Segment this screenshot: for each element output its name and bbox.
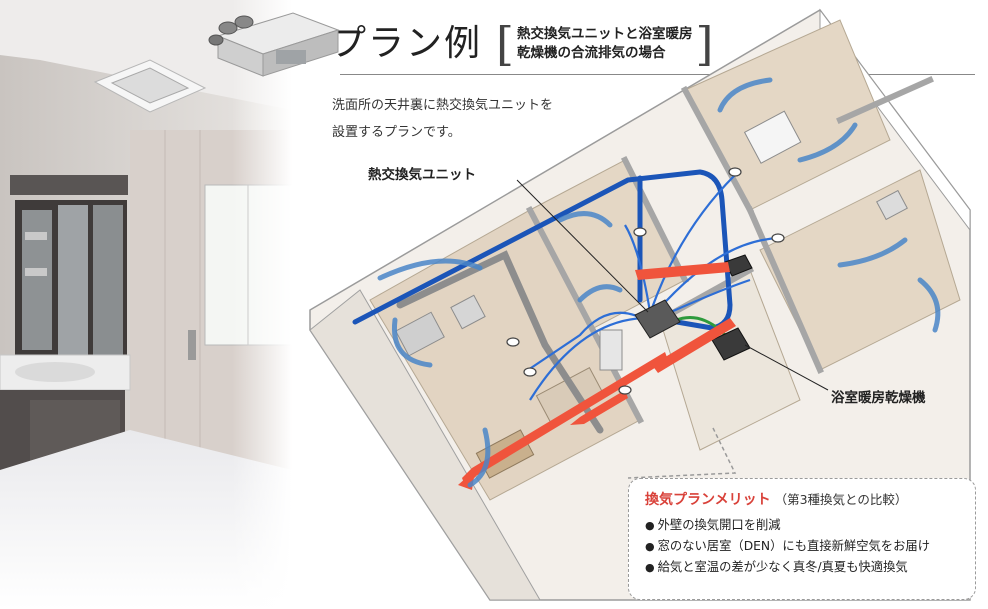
description-line-1: 洗面所の天井裏に熱交換気ユニットを (332, 98, 554, 113)
right-bracket-icon: ] (695, 17, 714, 71)
dryer-leader-line (744, 344, 829, 391)
subtitle-line-2: 乾燥機の合流排気の場合 (516, 45, 666, 61)
list-item: 窓のない居室（DEN）にも直接新鮮空気をお届け (645, 536, 961, 557)
diffusers (506, 167, 785, 395)
description: 洗面所の天井裏に熱交換気ユニットを 設置するプランです。 (332, 92, 553, 146)
merit-title-text: 換気プランメリット (645, 492, 771, 508)
gray-duct (396, 250, 604, 434)
heat-exchange-unit (634, 299, 681, 339)
merit-title-note: （第3種換気との比較） (774, 492, 908, 507)
callout-pointer (627, 427, 737, 479)
subtitle-line-1: 熱交換気ユニットと浴室暖房 (516, 26, 693, 42)
bathroom-vanity-photo (0, 0, 292, 609)
merit-box: 換気プランメリット（第3種換気との比較） 外壁の換気開口を削減 窓のない居室（D… (628, 478, 976, 600)
balcony (309, 289, 541, 601)
page-title: プラン例 (330, 23, 483, 64)
description-line-2: 設置するプランです。 (332, 125, 461, 140)
list-item: 外壁の換気開口を削減 (645, 515, 961, 536)
heat-exchange-unit-label: 熱交換気ユニット (368, 167, 476, 183)
ventilation-unit-image (208, 12, 340, 77)
unit-leader-line (516, 179, 649, 313)
merit-title: 換気プランメリット（第3種換気との比較） (645, 489, 961, 509)
title-block: プラン例 [ 熱交換気ユニットと浴室暖房 乾燥機の合流排気の場合 ] (330, 14, 716, 74)
airflow (377, 77, 941, 488)
photo-fade (232, 0, 292, 609)
floor-plan-diagram (309, 8, 971, 601)
left-bracket-icon: [ (496, 17, 514, 71)
subtitle: 熱交換気ユニットと浴室暖房 乾燥機の合流排気の場合 (517, 25, 693, 63)
bathroom-dryer-label: 浴室暖房乾燥機 (831, 390, 926, 406)
list-item: 給気と室温の差が少なく真冬/真夏も快適換気 (645, 557, 961, 578)
merit-list: 外壁の換気開口を削減 窓のない居室（DEN）にも直接新鮮空気をお届け 給気と室温… (645, 515, 961, 578)
header-divider (340, 74, 975, 75)
exhaust-arrows (458, 262, 736, 490)
